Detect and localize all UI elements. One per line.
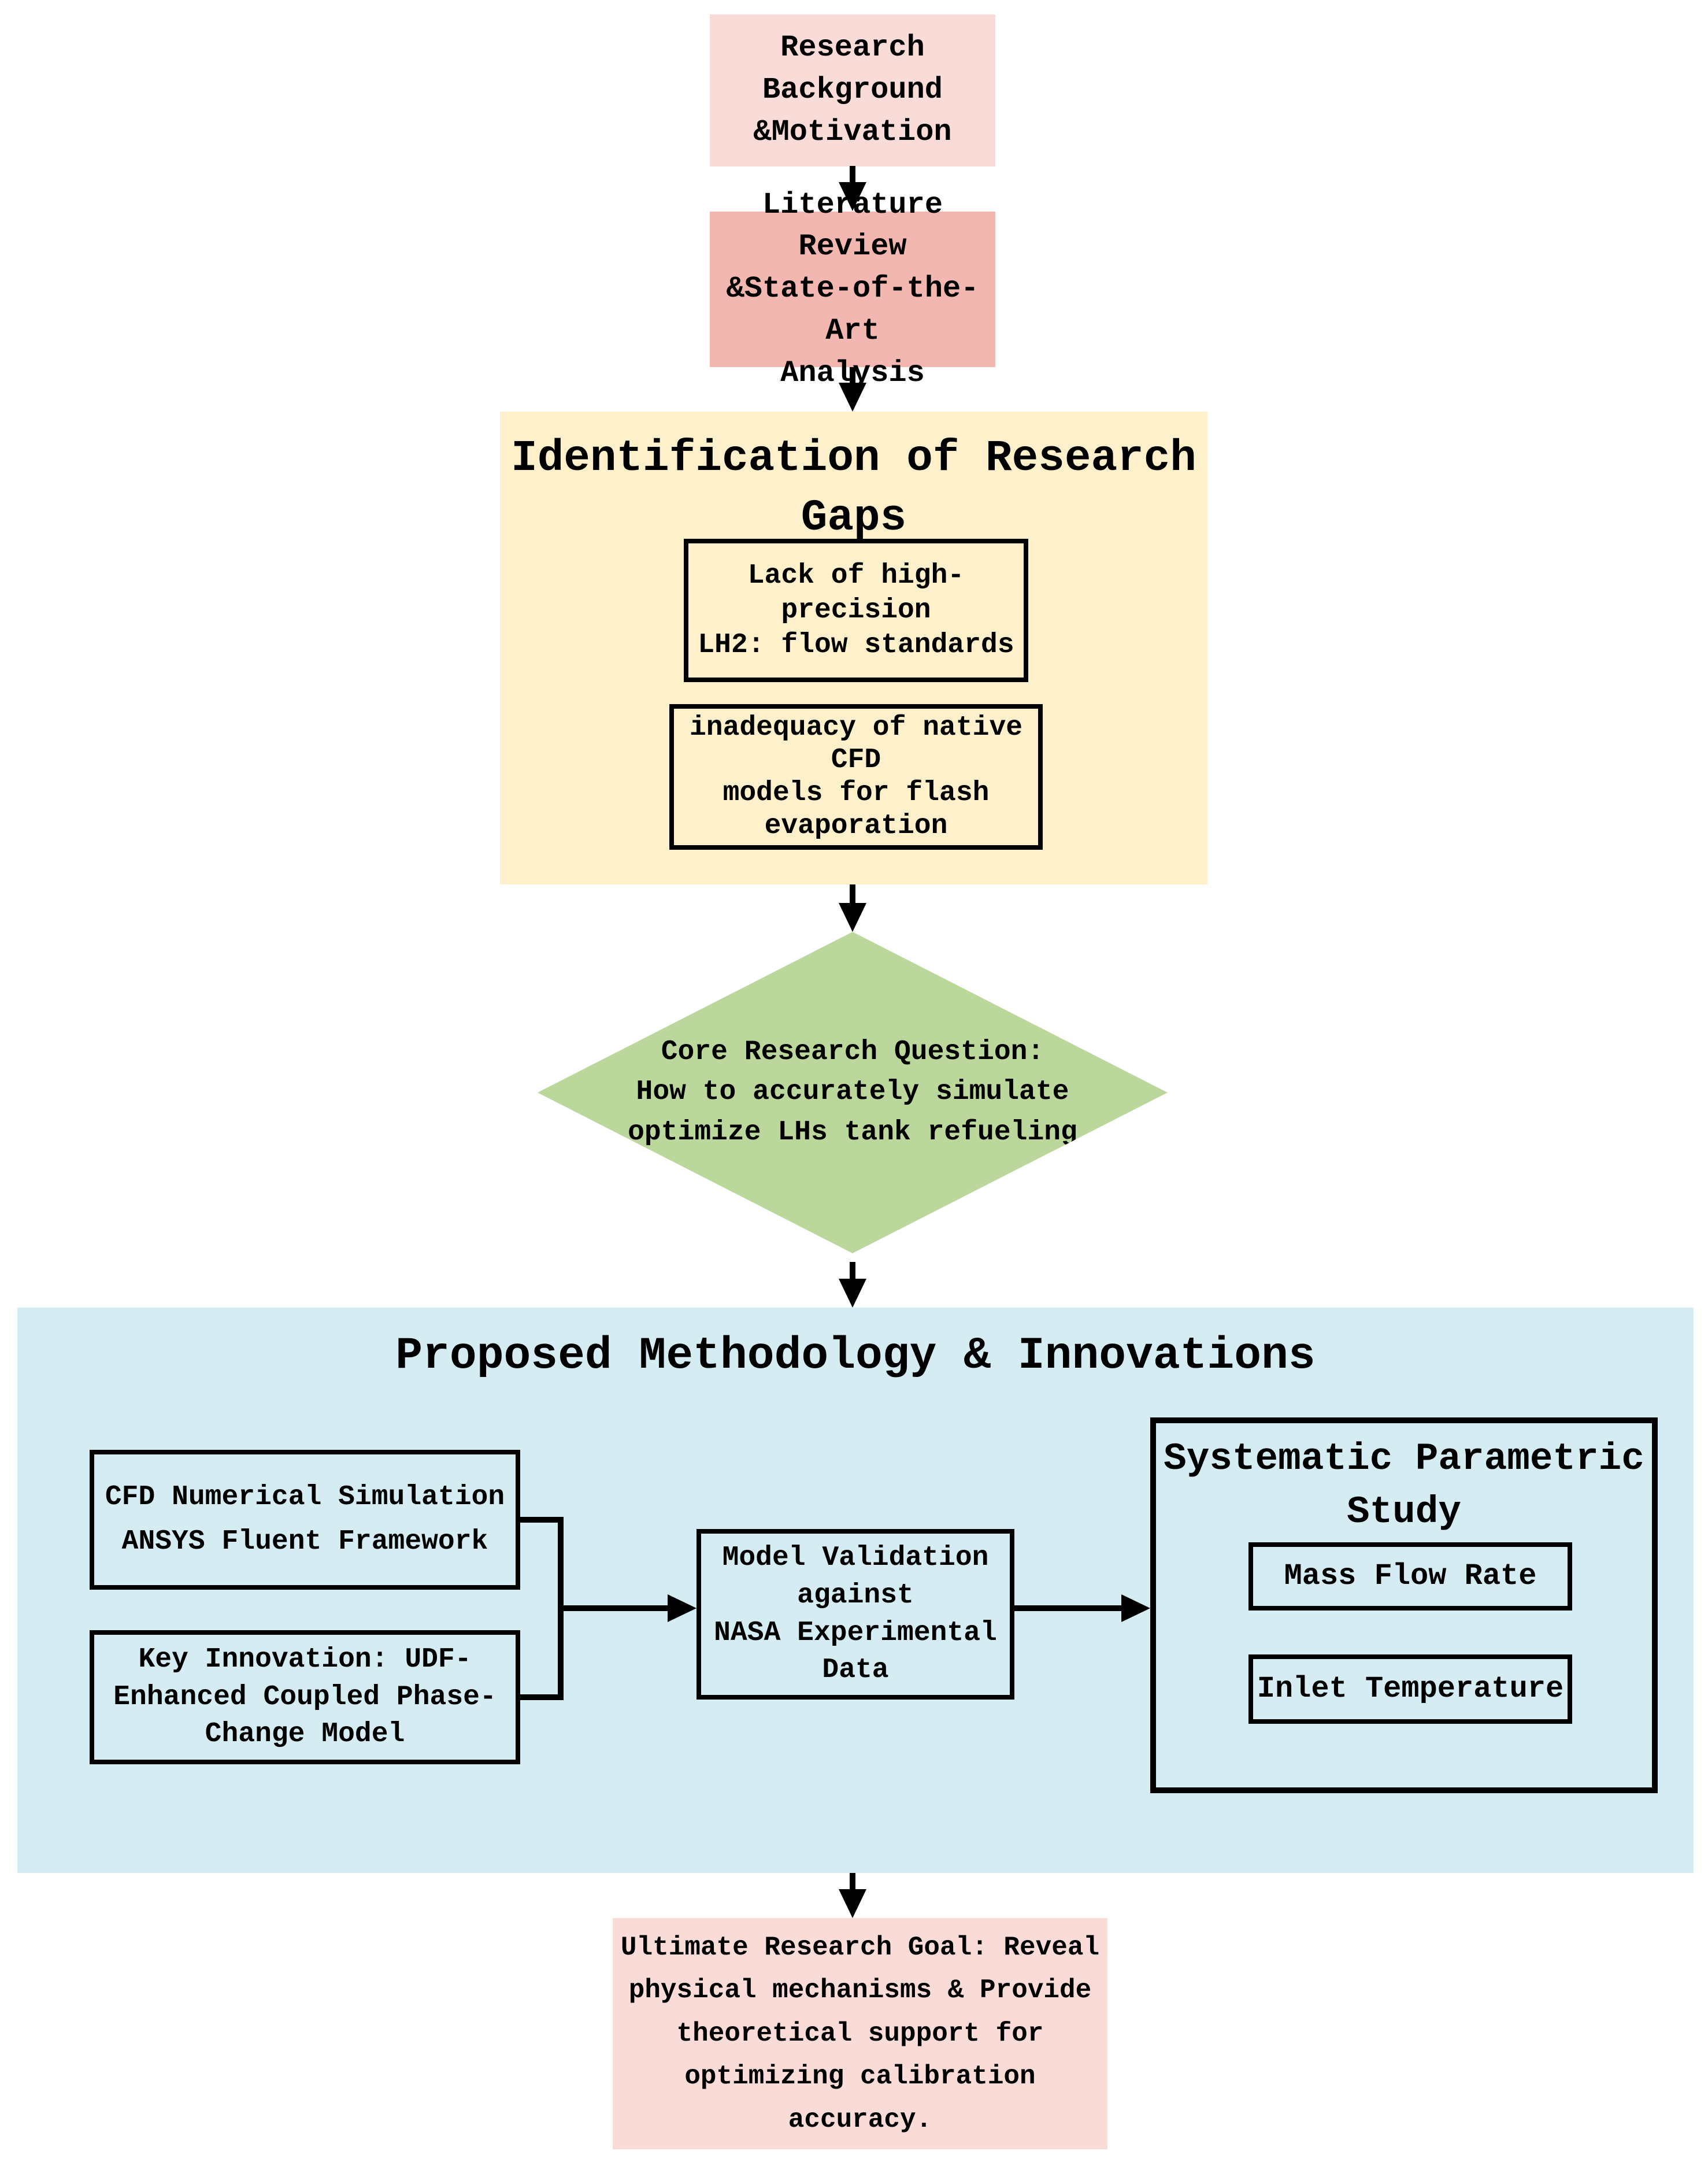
arrow-down-3-head bbox=[839, 903, 866, 932]
arrow-down-4-head bbox=[839, 1279, 866, 1308]
connector-bracket-vertical bbox=[558, 1517, 564, 1700]
arrow-right-2 bbox=[1014, 1605, 1123, 1611]
research-gaps-title: Identification of Research Gaps bbox=[511, 434, 1196, 543]
arrow-down-2-head bbox=[839, 383, 866, 412]
node-mass-flow-rate: Mass Flow Rate bbox=[1248, 1542, 1572, 1611]
node-inlet-temperature: Inlet Temperature bbox=[1248, 1654, 1572, 1724]
panel-methodology bbox=[17, 1308, 1694, 1873]
arrow-down-4 bbox=[850, 1262, 855, 1280]
arrow-down-3 bbox=[850, 884, 855, 904]
arrow-down-1 bbox=[850, 166, 855, 183]
arrow-down-1-head bbox=[839, 182, 866, 211]
node-ultimate-goal: Ultimate Research Goal: Reveal physical … bbox=[613, 1918, 1107, 2149]
node-literature-review: Literature Review &State-of-the-Art Anal… bbox=[710, 188, 995, 390]
arrow-right-2-head bbox=[1121, 1594, 1150, 1622]
arrow-down-2 bbox=[850, 367, 855, 384]
node-research-background: Research Background &Motivation bbox=[710, 14, 995, 166]
arrow-right-1-head bbox=[668, 1594, 696, 1622]
node-cfd-simulation: CFD Numerical Simulation ANSYS Fluent Fr… bbox=[90, 1450, 520, 1590]
connector-bracket-stub-top bbox=[519, 1517, 564, 1523]
node-model-validation: Model Validation against NASA Experiment… bbox=[696, 1529, 1014, 1700]
methodology-title: Proposed Methodology & Innovations bbox=[395, 1331, 1316, 1382]
node-gap-cfd-models: inadequacy of native CFD models for flas… bbox=[669, 704, 1043, 850]
node-key-innovation: Key Innovation: UDF- Enhanced Coupled Ph… bbox=[90, 1630, 520, 1764]
panel-parametric-study bbox=[1150, 1417, 1658, 1793]
node-gap-lh2-standards: Lack of high- precision LH2: flow standa… bbox=[684, 539, 1028, 682]
arrow-down-5-head bbox=[839, 1889, 866, 1918]
connector-bracket-stub-bottom bbox=[519, 1694, 564, 1700]
arrow-down-5 bbox=[850, 1873, 855, 1890]
arrow-right-1 bbox=[564, 1605, 670, 1611]
parametric-study-title: Systematic Parametric Study bbox=[1164, 1437, 1644, 1534]
node-core-question: Core Research Question: How to accuratel… bbox=[538, 932, 1168, 1253]
panel-research-gaps bbox=[500, 412, 1207, 884]
